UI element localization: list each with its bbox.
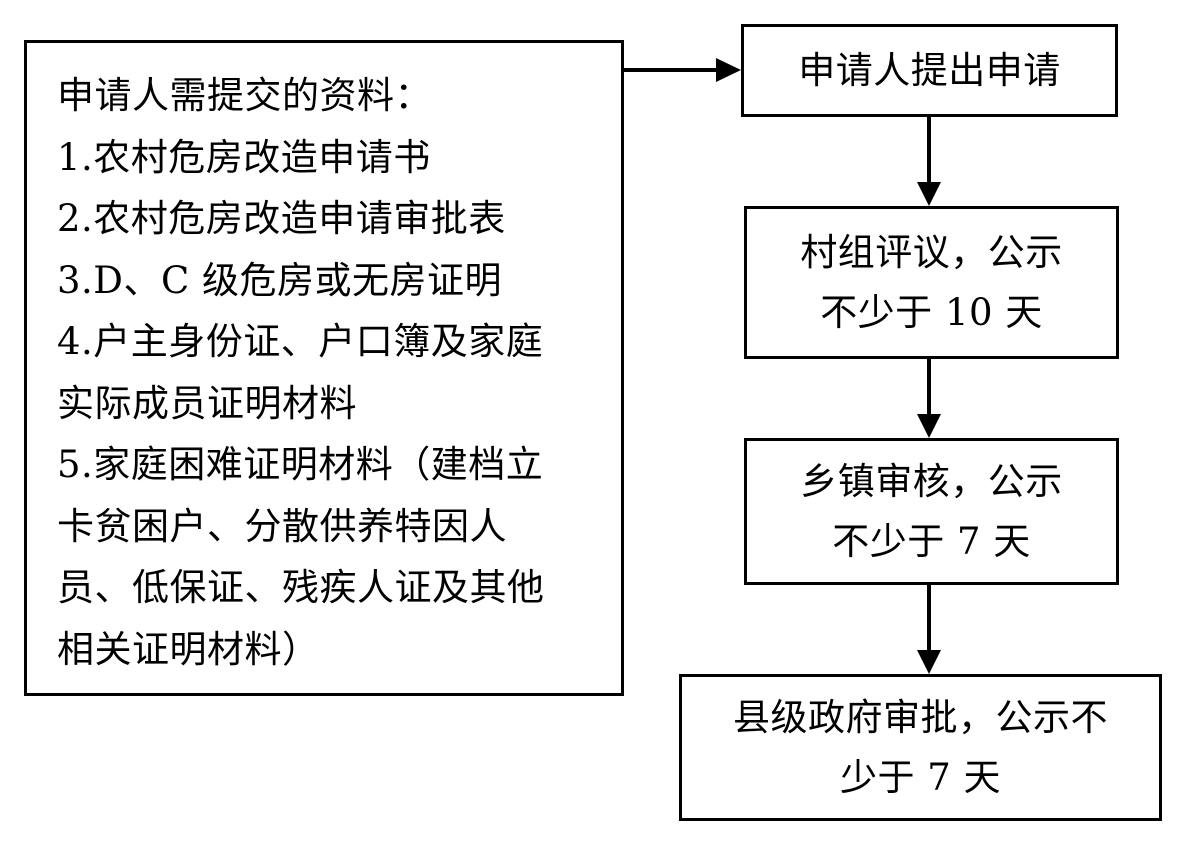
arrow-village-to-township (917, 359, 941, 438)
step-village-review-box: 村组评议，公示 不少于 10 天 (744, 206, 1119, 359)
materials-item-5-line-2: 卡贫困户、分散供养特因人 (57, 504, 507, 548)
materials-item-1: 1.农村危房改造申请书 (57, 135, 431, 179)
step-county-approval-text-1: 县级政府审批，公示不 (733, 695, 1108, 739)
step-township-review-box: 乡镇审核，公示 不少于 7 天 (744, 438, 1119, 585)
arrow-apply-to-village (917, 117, 941, 206)
step-county-approval-box: 县级政府审批，公示不 少于 7 天 (679, 674, 1162, 821)
materials-item-5-line-4: 相关证明材料） (57, 627, 320, 671)
step-village-review-text-2: 不少于 10 天 (820, 290, 1043, 334)
step-village-review-text-1: 村组评议，公示 (800, 230, 1063, 274)
materials-item-3: 3.D、C 级危房或无房证明 (57, 258, 503, 302)
step-apply-box: 申请人提出申请 (741, 24, 1118, 117)
materials-item-2: 2.农村危房改造申请审批表 (57, 197, 506, 240)
materials-item-4-line-2: 实际成员证明材料 (57, 381, 357, 425)
step-township-review-text-2: 不少于 7 天 (832, 519, 1031, 563)
materials-item-5-line-3: 员、低保证、残疾人证及其他 (57, 566, 545, 609)
step-apply-text: 申请人提出申请 (798, 48, 1061, 92)
arrow-township-to-county (917, 585, 941, 674)
materials-box: 申请人需提交的资料： 1.农村危房改造申请书 2.农村危房改造申请审批表 3.D… (24, 40, 624, 696)
materials-heading: 申请人需提交的资料： (57, 74, 432, 117)
materials-item-5-line-1: 5.家庭困难证明材料（建档立 (57, 443, 544, 486)
step-township-review-text-1: 乡镇审核，公示 (800, 459, 1063, 503)
arrow-materials-to-apply (624, 58, 741, 82)
materials-item-4-line-1: 4.户主身份证、户口簿及家庭 (57, 320, 544, 363)
step-county-approval-text-2: 少于 7 天 (839, 755, 1002, 799)
